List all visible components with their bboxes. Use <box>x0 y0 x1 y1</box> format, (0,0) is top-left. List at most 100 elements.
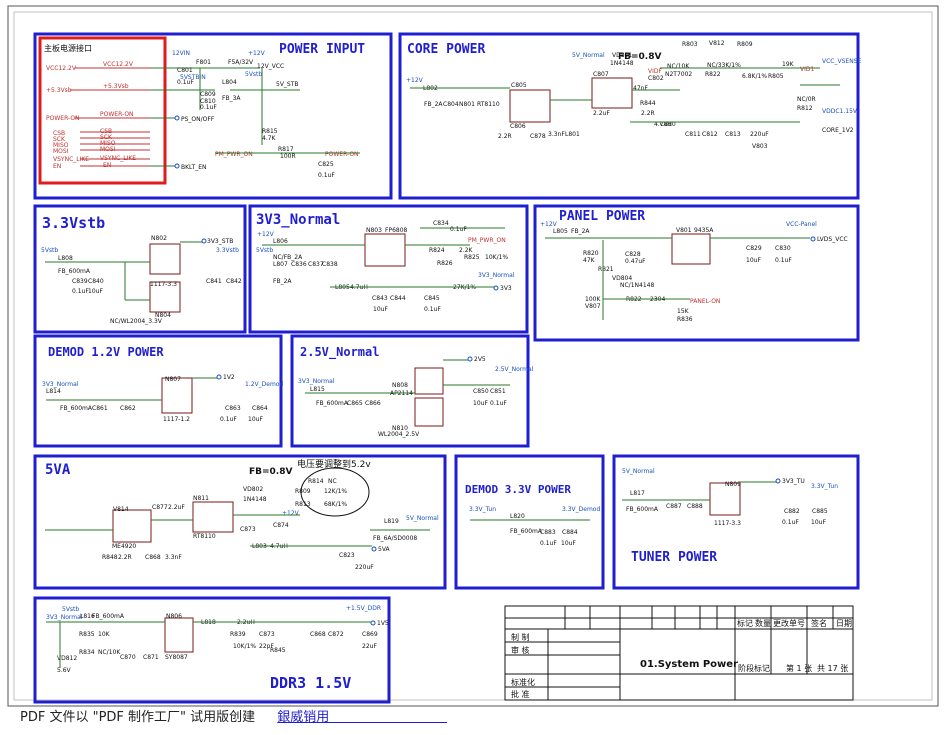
pdf-footer: PDF 文件以 "PDF 制作工厂" 试用版创建 銀威销用 <box>20 706 448 725</box>
net-or-part-label: C838 <box>322 261 338 268</box>
net-or-part-label: 0.1uF <box>490 400 507 407</box>
net-or-part-label: L808 <box>58 255 73 262</box>
net-or-part-label: 0.1uF <box>775 257 792 264</box>
net-or-part-label: N804 <box>155 312 171 319</box>
net-or-part-label: 22pF <box>259 643 274 650</box>
net-or-part-label: F801 <box>196 59 211 66</box>
net-or-part-label: 5Vstb <box>256 247 273 254</box>
net-or-part-label: 10uF <box>561 540 576 547</box>
net-or-part-label: 10K <box>98 631 111 638</box>
sheet-border <box>7 5 939 707</box>
net-or-part-label: 2.2R <box>641 110 655 117</box>
net-or-part-label: C813 <box>725 131 741 138</box>
net-or-part-label: 9435A <box>694 227 714 234</box>
v25normal-block: 2.5V_Normal 3V3_Normal 2V5 2.5V_Normal L… <box>290 334 534 448</box>
footer-underline <box>329 722 448 723</box>
net-or-part-label: N810 <box>392 425 408 432</box>
net-or-part-label: 5.6V <box>57 667 72 674</box>
net-or-part-label: R834 <box>79 649 95 656</box>
net-or-part-label: L806 <box>273 238 288 245</box>
net-or-part-label: VDDC1.15V <box>822 108 858 115</box>
net-or-part-label: 3V3_TU <box>782 478 805 485</box>
net-or-part-label: C837 <box>308 261 324 268</box>
demod12-block: DEMOD 1.2V POWER 3V3_Normal 1V2 1.2V_Dem… <box>33 334 283 448</box>
net-or-part-label: VCC-Panel <box>786 221 817 228</box>
net-or-part-label: 1V5 <box>377 620 389 627</box>
net-or-part-label: R836 <box>677 316 693 323</box>
ddr3-block: DDR3 1.5V 5Vstb 3V3_Normal +1.5V_DDR 1V5… <box>33 596 391 704</box>
net-or-part-label: 5V_STB <box>276 81 299 88</box>
net-or-part-label: N806 <box>166 613 182 620</box>
net-or-part-label: CORE_1V2 <box>822 127 854 134</box>
net-or-part-label: 4.7K <box>262 135 277 142</box>
net-or-part-label: POWER-ON <box>325 151 359 158</box>
net-or-part-label: CSB <box>53 130 65 137</box>
net-or-part-label: L807 <box>273 261 288 268</box>
net-or-part-label: C863 <box>225 405 241 412</box>
net-or-part-label: NC/0R <box>797 96 816 103</box>
net-or-part-label: R825 <box>464 254 480 261</box>
net-or-part-label: N807 <box>165 376 181 383</box>
net-or-part-label: ME4920 <box>112 543 136 550</box>
net-or-part-label: 3V3_Normal <box>46 614 83 621</box>
net-or-part-label: N809 <box>725 481 741 488</box>
net-or-part-label: PM_PWR_ON <box>468 237 506 244</box>
v5a-adjust-note: 电压要调整到5.2v <box>297 458 371 470</box>
net-or-part-label: R809 <box>295 488 311 495</box>
net-or-part-label: +5.3Vsb <box>103 83 129 90</box>
net-or-part-label: C872 <box>328 631 344 638</box>
net-or-part-label: 5Vstb <box>41 247 58 254</box>
net-or-part-label: C882 <box>784 508 800 515</box>
net-or-part-label: 0.1uF <box>200 104 217 111</box>
net-or-part-label: C823 <box>339 552 355 559</box>
net-or-part-label: 12VIN <box>172 50 190 57</box>
net-or-part-label: 15K <box>677 308 690 315</box>
net-or-part-label: 3.3V_Demod <box>562 506 600 513</box>
v33stb-title: 3.3Vstb <box>42 214 105 232</box>
net-or-part-label: L805 <box>553 228 568 235</box>
net-or-part-label: 3.3V_Tun <box>469 506 496 513</box>
net-or-part-label: 1N4148 <box>610 60 634 67</box>
net-or-part-label: C878 <box>530 133 546 140</box>
net-or-part-label: 3V3_STB <box>207 238 233 245</box>
net-or-part-label: L817 <box>630 490 645 497</box>
demod33-title: DEMOD 3.3V POWER <box>465 483 571 496</box>
net-or-part-label: 10K/1% <box>485 254 508 261</box>
net-or-part-label: C888 <box>687 503 703 510</box>
net-or-part-label: F5A/32V <box>228 59 254 66</box>
net-or-part-label: VD801 <box>612 52 632 59</box>
net-or-part-label: 1V2 <box>223 374 235 381</box>
net-or-part-label: VID1 <box>800 66 814 73</box>
net-or-part-label: FB_600mA <box>60 405 93 412</box>
net-or-part-label: 5VSTBIN <box>180 74 206 81</box>
net-or-part-label: R822 <box>705 71 721 78</box>
pdf-footer-link[interactable]: 銀威销用 <box>277 710 330 725</box>
net-or-part-label: V812 <box>709 40 725 47</box>
net-or-part-label: N803 <box>366 227 382 234</box>
net-or-part-label: 220uF <box>750 131 769 138</box>
net-or-part-label: 2.2uF <box>168 504 185 511</box>
net-or-part-label: 1117-1.2 <box>163 416 190 423</box>
tuner-block: TUNER POWER 5V_Normal 3V3_TU 3.3V_Tun L8… <box>612 454 860 590</box>
net-or-part-label: C866 <box>365 400 381 407</box>
net-or-part-label: WL2004_2.5V <box>378 431 420 438</box>
net-or-part-label: C887 <box>666 503 682 510</box>
net-or-part-label: 10uF <box>88 288 103 295</box>
interface-title: 主板电源接口 <box>44 43 92 53</box>
net-or-part-label: 1N4148 <box>243 496 267 503</box>
net-or-part-label: 日期 <box>836 619 852 628</box>
net-or-part-label: 3.3nF <box>548 131 565 138</box>
net-or-part-label: 0.1uF <box>220 416 237 423</box>
net-or-part-label: 47nF <box>633 85 648 92</box>
net-or-part-label: BKLT_EN <box>181 164 207 171</box>
net-or-part-label: PM_PWR_ON <box>215 151 253 158</box>
net-or-part-label: POWER-ON <box>46 115 80 122</box>
title-block: 标记 数量 更改单号 签名 日期 制 制 审 核 标准化 批 准 01.Syst… <box>504 605 854 701</box>
net-or-part-label: L819 <box>384 518 399 525</box>
core-power-title: CORE POWER <box>407 42 485 57</box>
net-or-part-label: R817 <box>278 146 294 153</box>
v33normal-title: 3V3_Normal <box>256 212 340 228</box>
net-or-part-label: C884 <box>562 529 578 536</box>
v33stb-block: 3.3Vstb 5Vstb 3V3_STB 3.3Vstb L808FB_600… <box>33 204 247 334</box>
